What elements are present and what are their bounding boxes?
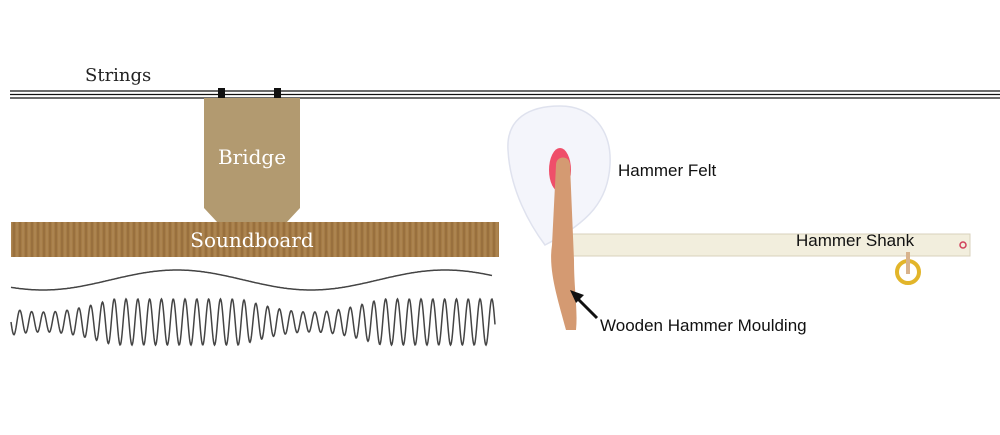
hammer-moulding-label: Wooden Hammer Moulding	[600, 316, 807, 335]
hammer-moulding	[551, 157, 577, 330]
strings	[10, 88, 1000, 99]
soundboard-low-frequency-wave	[10, 269, 493, 291]
arrow-icon	[570, 290, 599, 320]
bridge-pin	[274, 88, 281, 99]
bridge-label: Bridge	[218, 145, 286, 169]
strings-label: Strings	[85, 65, 151, 86]
hammer	[507, 105, 971, 330]
hammer-felt-label: Hammer Felt	[618, 161, 717, 180]
bridge	[204, 98, 300, 223]
string-vibration-wave	[10, 297, 496, 347]
soundboard-label: Soundboard	[190, 228, 314, 252]
soundboard	[11, 222, 499, 257]
center-pin	[959, 241, 967, 249]
bridge-pin	[218, 88, 225, 99]
hammer-shank-label: Hammer Shank	[796, 231, 915, 250]
